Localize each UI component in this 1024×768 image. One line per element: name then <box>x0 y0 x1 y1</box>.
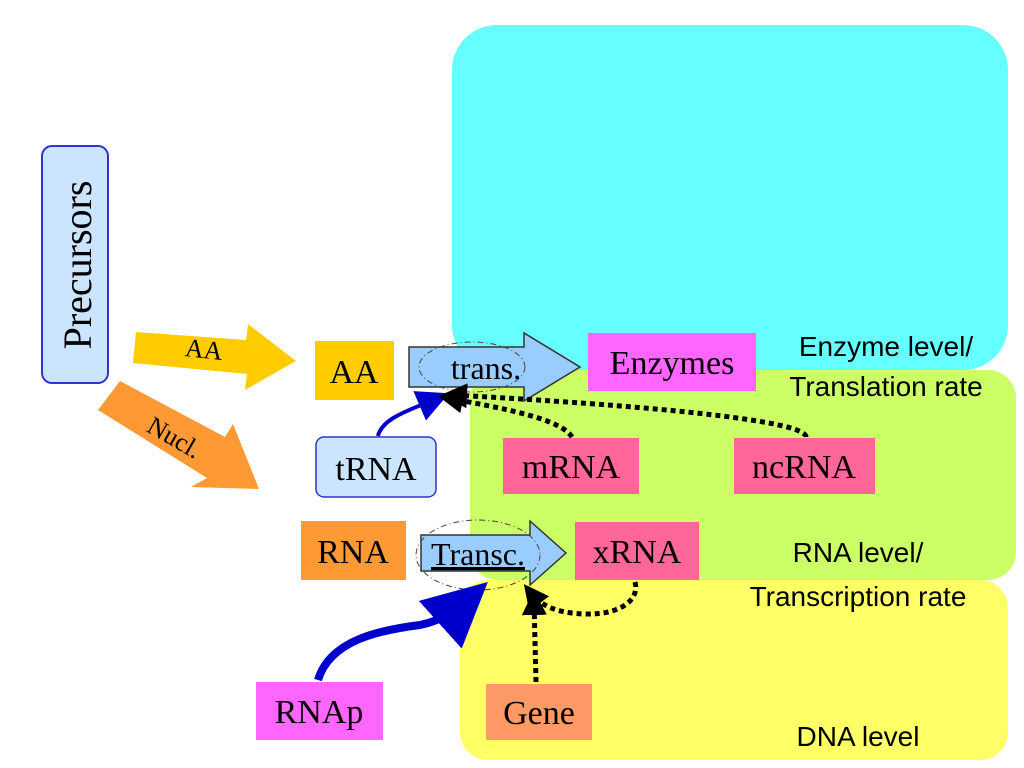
trna-box <box>315 436 437 498</box>
trans-label: trans. <box>451 350 521 386</box>
transc-ellipse <box>415 519 541 591</box>
nucl-flow-arrow <box>98 381 259 489</box>
dna-level-region <box>460 580 1008 760</box>
aa-flow-arrow <box>133 324 296 390</box>
precursors-label: Precursors <box>55 181 100 350</box>
ncrna-label: ncRNA <box>752 449 856 486</box>
enzymes-box <box>588 333 756 391</box>
ncrna-box <box>734 438 875 494</box>
ncrna-to-trans-arrow <box>442 383 809 439</box>
trans-ellipse <box>418 341 526 393</box>
transc-label: Transc. <box>431 536 525 572</box>
trna-label: tRNA <box>335 451 417 488</box>
dna-level-label: DNA level <box>797 721 920 752</box>
gene-to-transc-arrow <box>521 590 547 683</box>
rnap-label: RNAp <box>275 694 364 731</box>
mrna-box <box>503 438 639 494</box>
gene-box <box>486 684 592 740</box>
trna-to-trans-arrow <box>376 391 450 437</box>
xrna-box <box>575 522 699 580</box>
mrna-label: mRNA <box>522 449 621 486</box>
gene-label: Gene <box>503 695 575 732</box>
enzyme-level-region <box>452 25 1008 370</box>
translation-rate-label: Translation rate <box>789 371 983 402</box>
enzyme-level-label: Enzyme level/ <box>799 331 974 362</box>
aa-flow-label: AA <box>184 333 225 366</box>
xrna-label: xRNA <box>593 534 682 571</box>
rna-label: RNA <box>317 534 389 571</box>
enzymes-label: Enzymes <box>610 345 735 382</box>
aa-label: AA <box>329 354 379 391</box>
rnap-box <box>256 682 383 740</box>
transcription-rate-label: Transcription rate <box>750 581 967 612</box>
rnap-to-transc-arrow <box>314 581 488 682</box>
rna-box <box>301 521 406 580</box>
precursors-box <box>41 145 109 384</box>
transc-process-arrow <box>420 519 568 587</box>
rna-level-label: RNA level/ <box>793 537 924 568</box>
aa-box <box>315 341 394 400</box>
